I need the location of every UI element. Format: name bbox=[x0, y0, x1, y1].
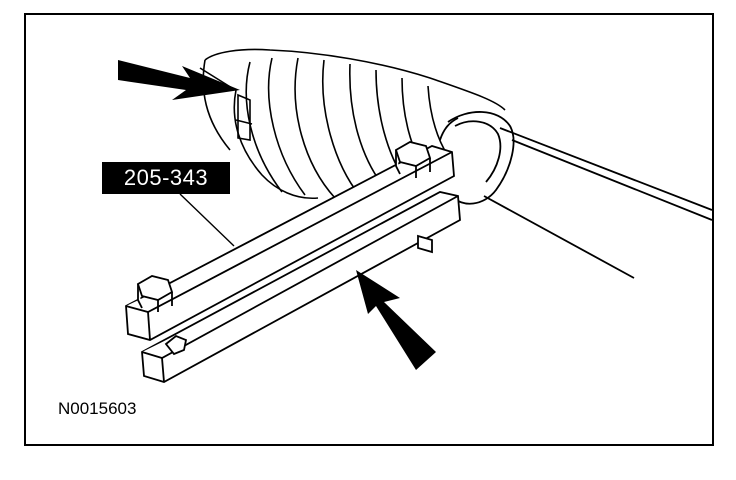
arrow-icon bbox=[118, 60, 240, 100]
arrow-icon bbox=[356, 270, 436, 370]
tool-clamp-bars bbox=[125, 141, 461, 383]
axle-shaft bbox=[439, 111, 713, 279]
figure-id: N0015603 bbox=[58, 399, 137, 418]
tool-label-leader bbox=[179, 193, 235, 247]
tool-number-label: 205-343 bbox=[102, 162, 230, 194]
figure-border bbox=[24, 13, 714, 446]
